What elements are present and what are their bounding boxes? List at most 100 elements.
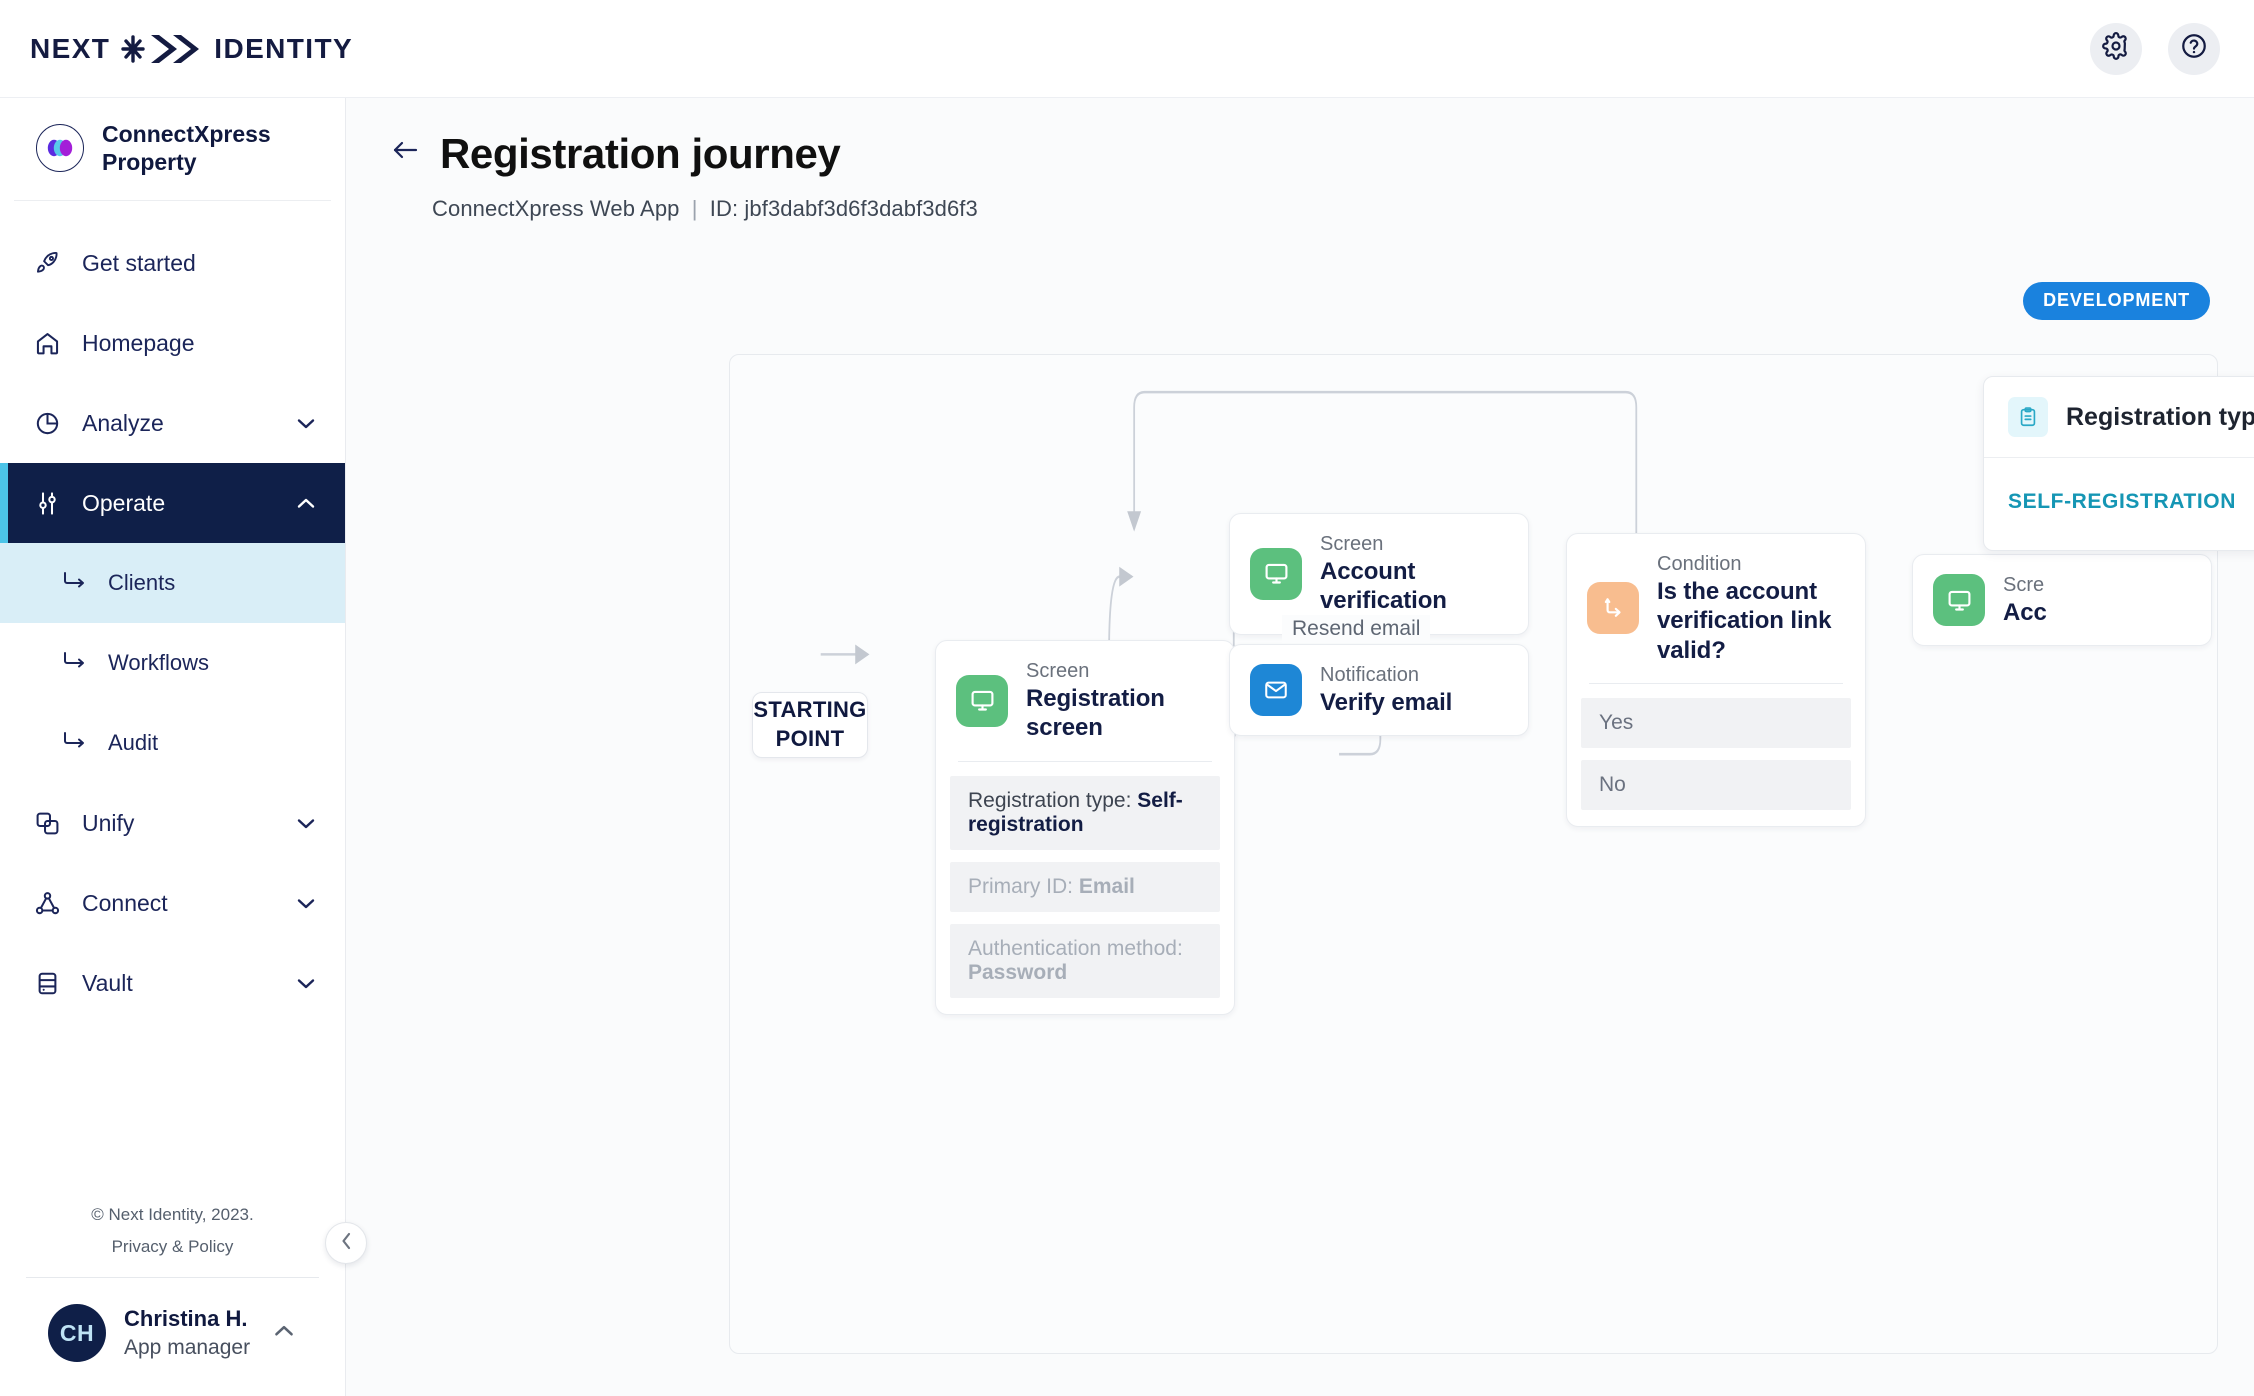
chevron-down-icon[interactable] xyxy=(295,417,317,430)
gear-icon xyxy=(2102,32,2130,65)
sidebar-item-label: Homepage xyxy=(82,329,195,356)
panel-body: SELF-REGISTRATION INVITE-ONLY xyxy=(1984,458,2254,550)
back-button[interactable] xyxy=(390,138,420,171)
node-divider xyxy=(958,760,1212,762)
journey-canvas[interactable]: STARTING POINT Screen R xyxy=(729,354,2218,1354)
chevron-up-icon[interactable] xyxy=(295,497,317,510)
registration-type-panel: Registration type SELF-REGISTRATION INVI… xyxy=(1983,376,2254,551)
brand-logo[interactable]: NEXT IDENTITY xyxy=(30,32,353,66)
sidebar-item-unify[interactable]: Unify xyxy=(0,783,345,863)
node-kind: Screen xyxy=(1026,660,1090,682)
node-rows: Yes No xyxy=(1567,684,1865,826)
chevron-down-icon[interactable] xyxy=(295,897,317,910)
sidebar-item-label: Operate xyxy=(82,489,166,516)
topbar-actions xyxy=(2090,22,2220,75)
node-name: Verify email xyxy=(1320,689,1453,716)
node-row[interactable]: Authentication method: Password xyxy=(950,923,1220,998)
arrow-sub-icon xyxy=(62,651,88,676)
arrow-left-icon xyxy=(390,138,420,167)
node-row-no[interactable]: No xyxy=(1581,759,1851,810)
sidebar-item-audit[interactable]: Audit xyxy=(0,703,345,783)
sliders-icon xyxy=(30,490,64,517)
sidebar-sub-label: Workflows xyxy=(108,650,210,676)
settings-button[interactable] xyxy=(2090,22,2142,75)
sidebar-item-label: Connect xyxy=(82,889,168,916)
node-divider xyxy=(1589,682,1843,684)
row-label: Authentication method: xyxy=(968,936,1183,960)
brand-chevron-icon xyxy=(119,32,205,66)
row-value: Password xyxy=(968,960,1068,984)
node-kind: Screen xyxy=(1320,533,1384,555)
node-kind: Condition xyxy=(1657,553,1742,575)
node-rows: Registration type: Self-registration Pri… xyxy=(936,762,1234,1014)
node-header: Notification Verify email xyxy=(1230,645,1528,735)
row-label: Registration type: xyxy=(968,788,1132,812)
canvas-inner: STARTING POINT Screen R xyxy=(730,355,2217,1353)
node-condition[interactable]: Condition Is the account verification li… xyxy=(1566,533,1866,827)
sidebar-item-operate[interactable]: Operate xyxy=(0,463,345,544)
user-role: App manager xyxy=(124,1335,251,1359)
rocket-icon xyxy=(30,250,64,277)
sidebar-sub-label: Audit xyxy=(108,730,159,756)
panel-title: Registration type xyxy=(2066,402,2254,431)
node-account-verification[interactable]: Screen Account verification xyxy=(1229,513,1529,635)
node-row-yes[interactable]: Yes xyxy=(1581,697,1851,748)
footer-divider xyxy=(26,1277,319,1278)
breadcrumb: ConnectXpress Web App | ID: jbf3dabf3d6f… xyxy=(432,196,2210,222)
user-name: Christina H. xyxy=(124,1306,248,1332)
node-registration-screen[interactable]: Screen Registration screen Registration … xyxy=(935,640,1235,1015)
node-row[interactable]: Primary ID: Email xyxy=(950,861,1220,912)
node-titles: Screen Registration screen xyxy=(1026,659,1212,743)
id-label: ID: xyxy=(709,196,739,221)
node-kind: Scre xyxy=(2003,574,2045,596)
body: ConnectXpress Property Get started xyxy=(0,98,2254,1396)
property-name: ConnectXpress Property xyxy=(102,121,271,176)
sidebar-item-workflows[interactable]: Workflows xyxy=(0,623,345,703)
starting-point-node[interactable]: STARTING POINT xyxy=(752,692,868,758)
sidebar-item-label: Analyze xyxy=(82,409,164,436)
sidebar-item-label: Unify xyxy=(82,809,135,836)
chevron-left-icon xyxy=(339,1231,354,1256)
sidebar-item-connect[interactable]: Connect xyxy=(0,863,345,943)
pie-chart-icon xyxy=(30,410,64,437)
node-header: Screen Account verification xyxy=(1230,514,1528,634)
main-content: Registration journey ConnectXpress Web A… xyxy=(346,98,2254,1396)
node-name: Acc xyxy=(2003,599,2047,626)
sidebar-item-homepage[interactable]: Homepage xyxy=(0,303,345,383)
node-row[interactable]: Registration type: Self-registration xyxy=(950,775,1220,850)
node-account-offscreen[interactable]: Scre Acc xyxy=(1912,554,2212,647)
sidebar-item-get-started[interactable]: Get started xyxy=(0,223,345,303)
sidebar-item-vault[interactable]: Vault xyxy=(0,943,345,1023)
brand-text-right: IDENTITY xyxy=(214,32,354,64)
chevron-up-icon[interactable] xyxy=(273,1324,295,1343)
page-header: Registration journey ConnectXpress Web A… xyxy=(346,98,2254,320)
arrow-sub-icon xyxy=(62,571,88,596)
chevron-down-icon[interactable] xyxy=(295,977,317,990)
sidebar-item-clients[interactable]: Clients xyxy=(0,543,345,624)
sidebar-collapse-button[interactable] xyxy=(325,1222,367,1264)
network-icon xyxy=(30,890,64,917)
chevron-down-icon[interactable] xyxy=(295,817,317,830)
help-button[interactable] xyxy=(2168,22,2220,75)
monitor-icon xyxy=(1250,547,1302,600)
node-name: Account verification xyxy=(1320,558,1447,615)
layers-icon xyxy=(30,810,64,837)
title-row: Registration journey xyxy=(390,130,2210,178)
copyright-text: © Next Identity, 2023. xyxy=(91,1205,254,1224)
sidebar-item-analyze[interactable]: Analyze xyxy=(0,383,345,463)
question-circle-icon xyxy=(2180,32,2208,65)
user-menu[interactable]: CH Christina H. App manager xyxy=(24,1278,321,1396)
privacy-policy-link[interactable]: Privacy & Policy xyxy=(111,1237,234,1256)
node-name: Is the account verification link valid? xyxy=(1657,578,1832,664)
page-title: Registration journey xyxy=(440,130,841,177)
user-info: Christina H. App manager xyxy=(124,1305,250,1361)
id-value: jbf3dabf3d6f3dabf3d6f3 xyxy=(744,196,978,221)
option-self-registration[interactable]: SELF-REGISTRATION xyxy=(2008,490,2236,513)
status-badge: DEVELOPMENT xyxy=(2023,282,2210,320)
monitor-icon xyxy=(956,674,1008,727)
separator: | xyxy=(691,196,698,221)
node-titles: Scre Acc xyxy=(2003,573,2047,627)
node-header: Scre Acc xyxy=(1913,555,2211,645)
property-header[interactable]: ConnectXpress Property xyxy=(14,98,331,202)
node-verify-email[interactable]: Notification Verify email xyxy=(1229,644,1529,737)
